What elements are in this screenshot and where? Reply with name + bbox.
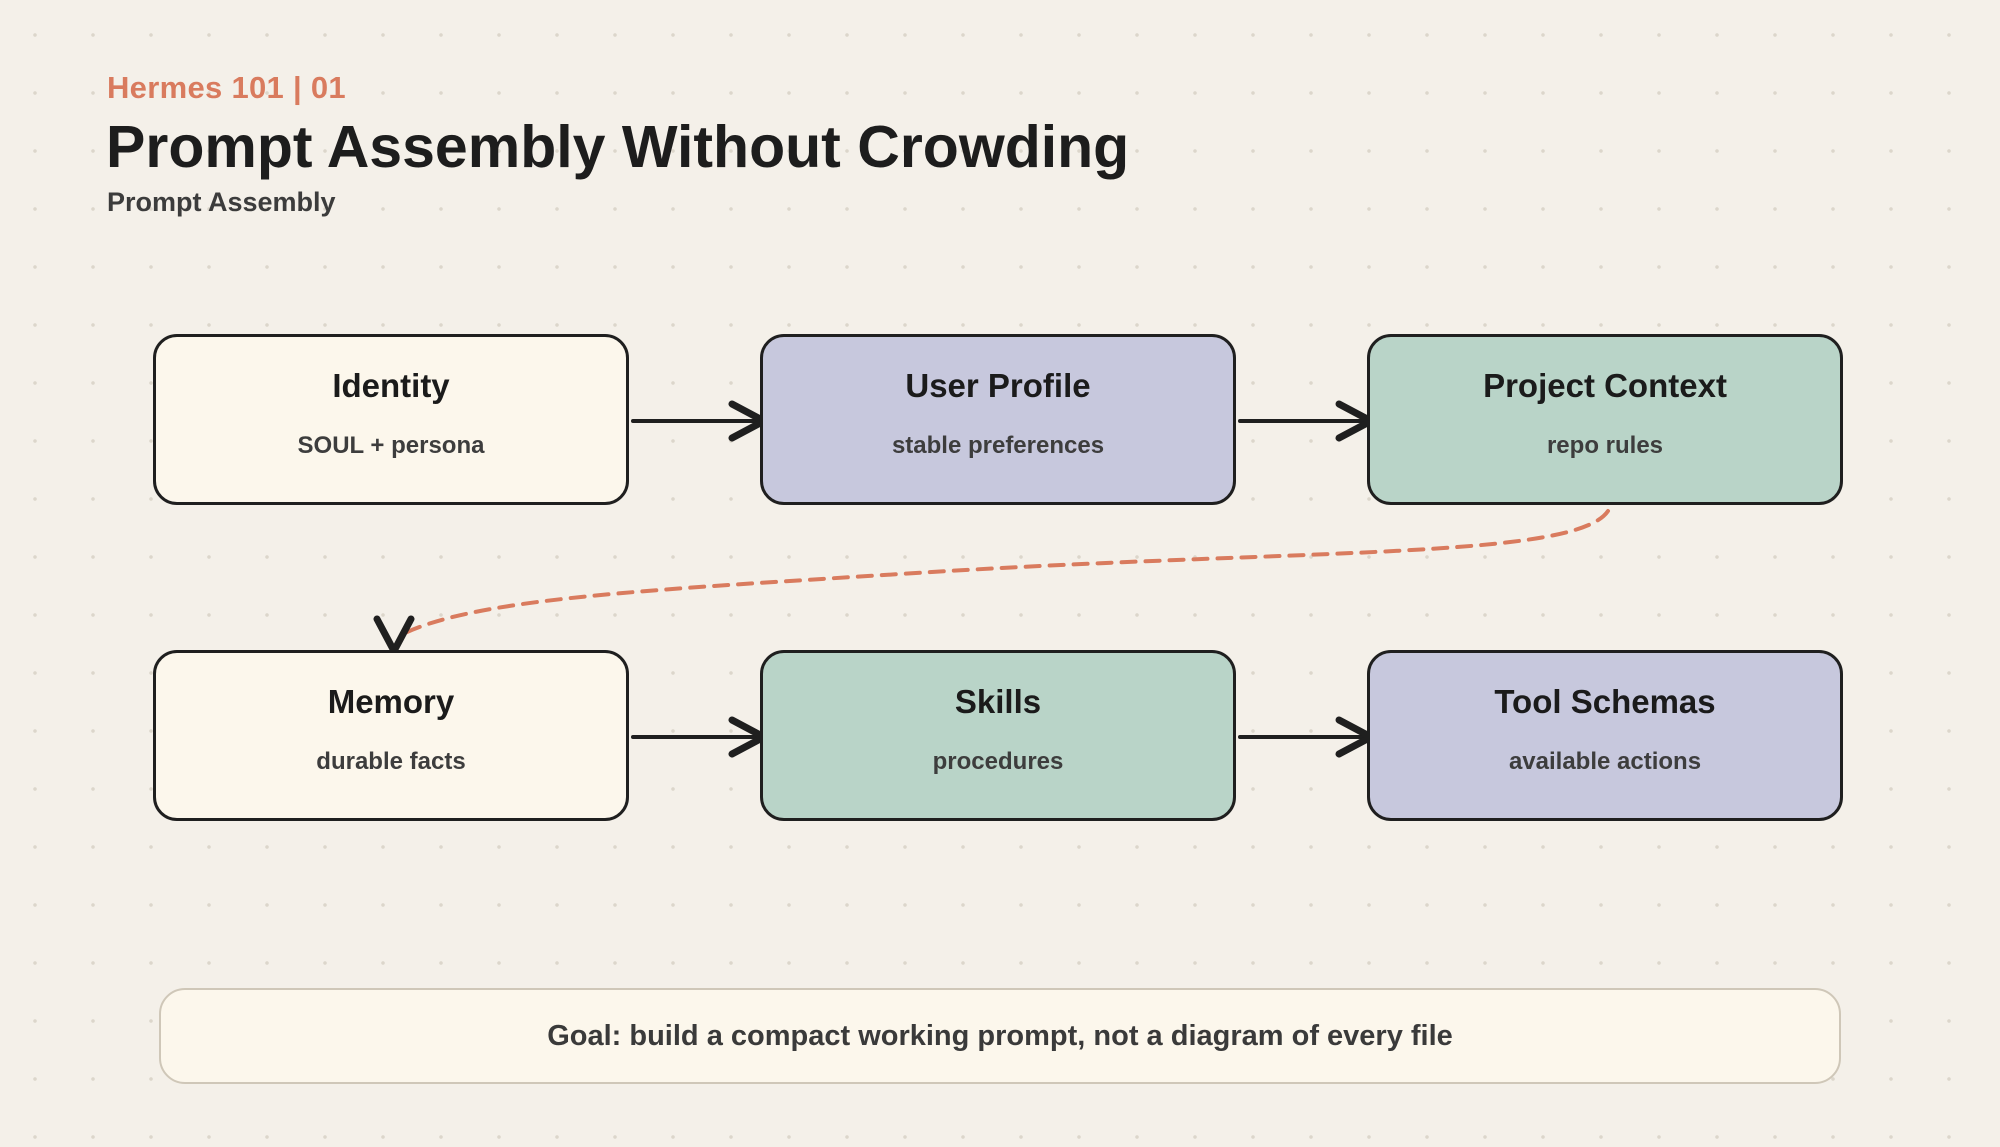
node-memory: Memory durable facts (153, 650, 629, 821)
node-skills: Skills procedures (760, 650, 1236, 821)
node-title: Memory (327, 683, 455, 720)
node-identity: Identity SOUL + persona (153, 334, 629, 505)
arrow-identity-to-user-profile (631, 400, 768, 442)
node-title: Identity (332, 367, 450, 404)
node-subtitle: repo rules (1546, 432, 1664, 459)
arrow-skills-to-tool-schemas (1238, 716, 1375, 758)
page-title: Prompt Assembly Without Crowding (106, 114, 1130, 180)
arrow-user-profile-to-project-context (1238, 400, 1375, 442)
arrow-project-context-to-memory (373, 509, 1610, 655)
goal-banner: Goal: build a compact working prompt, no… (159, 988, 1841, 1084)
page-subtitle: Prompt Assembly (107, 187, 336, 217)
node-title: Skills (954, 683, 1042, 720)
node-tool-schemas: Tool Schemas available actions (1367, 650, 1843, 821)
node-subtitle: SOUL + persona (297, 432, 485, 459)
node-subtitle: durable facts (316, 748, 466, 775)
node-user-profile: User Profile stable preferences (760, 334, 1236, 505)
node-title: Tool Schemas (1494, 683, 1716, 720)
node-subtitle: procedures (932, 748, 1064, 775)
node-title: Project Context (1483, 367, 1727, 404)
node-subtitle: available actions (1508, 748, 1702, 775)
node-project-context: Project Context repo rules (1367, 334, 1843, 505)
eyebrow-label: Hermes 101 | 01 (107, 70, 346, 105)
node-subtitle: stable preferences (891, 432, 1105, 459)
node-title: User Profile (905, 367, 1091, 404)
goal-text: Goal: build a compact working prompt, no… (547, 1019, 1453, 1052)
arrow-memory-to-skills (631, 716, 768, 758)
